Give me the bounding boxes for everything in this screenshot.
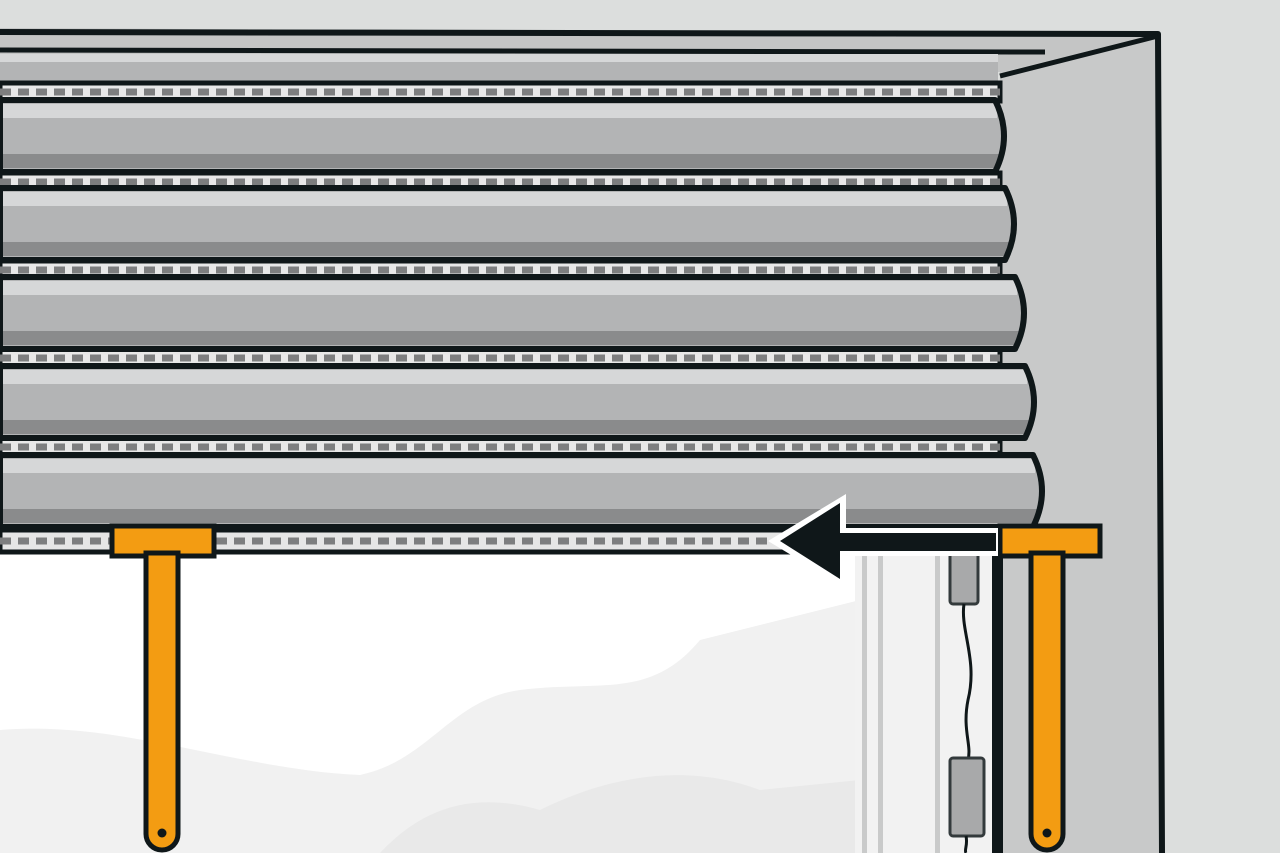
slat-2-outline [0, 185, 1017, 263]
cord-weight [948, 756, 986, 838]
slat-1-highlight [0, 104, 997, 118]
slat-1-shadow [0, 154, 999, 168]
bracket-left-hole [157, 828, 167, 838]
bracket-left-post [143, 550, 181, 853]
slat-5-shadow [0, 509, 1037, 523]
frame-diagonal [999, 33, 1159, 79]
arrow-left-icon [768, 494, 998, 588]
slat-3-shadow [0, 331, 1019, 345]
slat-3-highlight [0, 281, 1017, 295]
frame-outline [0, 29, 1165, 853]
rail-line-1 [862, 545, 867, 853]
rail-line-2 [878, 545, 883, 853]
support-bracket-left [109, 523, 217, 853]
slat-5-highlight [0, 459, 1035, 473]
support-bracket-right [997, 523, 1103, 853]
slat-2-highlight [0, 192, 1007, 206]
slat-4-outline [0, 363, 1037, 441]
slat-top-partial-highlight [0, 54, 998, 62]
slat-2-shadow [0, 242, 1009, 256]
slat-1-outline [0, 97, 1007, 175]
rail-line-3 [935, 545, 940, 853]
cord-top-block [948, 550, 980, 606]
guide-rail [855, 545, 1000, 853]
rail-line-4 [992, 545, 998, 853]
window-mist-2 [380, 775, 860, 853]
slat-3-outline [0, 274, 1027, 352]
arrow-body [780, 503, 996, 579]
window-opening [0, 545, 860, 853]
bracket-right-hole [1042, 828, 1052, 838]
shutter-slats [0, 54, 1045, 530]
cord-line [961, 603, 973, 761]
cord-tail [963, 835, 969, 853]
bracket-right-post [1028, 550, 1066, 853]
slat-4-highlight [0, 370, 1027, 384]
slat-4-shadow [0, 420, 1029, 434]
frame-top-lip [0, 47, 1046, 55]
frame-right-panel [1000, 36, 1162, 853]
